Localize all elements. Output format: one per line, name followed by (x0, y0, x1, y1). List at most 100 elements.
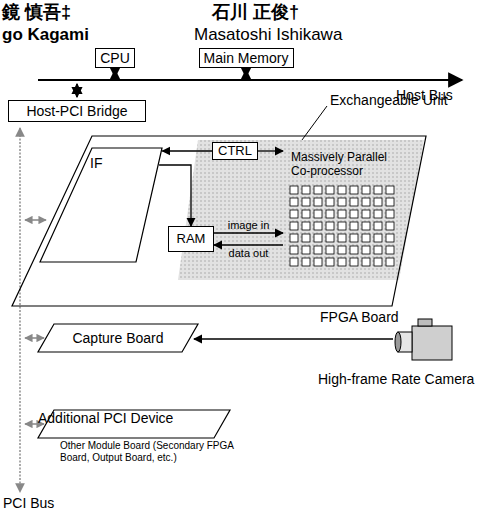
node-label: CTRL (218, 144, 252, 159)
pe-cell (350, 198, 358, 206)
pci-arrow (25, 337, 44, 338)
pe-cell (386, 210, 394, 218)
pe-cell (350, 258, 358, 266)
pe-cell (326, 234, 334, 242)
pe-cell (362, 186, 370, 194)
pe-cell (350, 210, 358, 218)
pe-array (290, 186, 394, 266)
connector (159, 165, 191, 226)
author-name: 鏡 慎吾‡ (2, 2, 71, 23)
leader-line (302, 106, 327, 140)
callout-label: Exchangeable Unit (330, 92, 448, 108)
pe-cell (302, 246, 310, 254)
pe-cell (386, 198, 394, 206)
pe-cell (302, 198, 310, 206)
coprocessor-block: Massively Parallel Co-processor (283, 146, 415, 274)
pe-cell (350, 234, 358, 242)
pe-cell (362, 198, 370, 206)
node-label: Additional PCI Device (38, 410, 173, 426)
connector (258, 150, 283, 151)
pe-cell (386, 222, 394, 230)
pe-cell (338, 234, 346, 242)
node-label: CPU (100, 50, 130, 66)
pe-cell (350, 186, 358, 194)
author-name: Masatoshi Ishikawa (194, 25, 342, 45)
interface-block: IF (36, 148, 162, 262)
node-label: Massively Parallel Co-processor (291, 151, 409, 179)
pe-cell (314, 234, 322, 242)
pe-cell (314, 210, 322, 218)
pe-cell (374, 234, 382, 242)
pe-cell (290, 258, 298, 266)
bus-label: PCI Bus (3, 495, 54, 511)
node-label: Capture Board (72, 330, 163, 346)
pe-cell (326, 258, 334, 266)
bus-arrow (245, 70, 247, 77)
outline (40, 148, 162, 262)
board-outline: FPGA BoardIFCTRLRAMMassively Parallel Co… (12, 136, 426, 306)
author-name: 石川 正俊† (212, 2, 299, 23)
pe-cell (290, 222, 298, 230)
pe-cell (350, 246, 358, 254)
memory-box: Main Memory (199, 48, 294, 68)
pe-cell (350, 222, 358, 230)
pe-cell (326, 210, 334, 218)
pe-cell (386, 258, 394, 266)
pe-cell (326, 186, 334, 194)
node-label: Host-PCI Bridge (26, 103, 127, 119)
pe-cell (326, 246, 334, 254)
pe-cell (290, 198, 298, 206)
pe-cell (314, 258, 322, 266)
pe-cell (338, 222, 346, 230)
pe-cell (386, 186, 394, 194)
pe-cell (314, 198, 322, 206)
pci-device-board: Additional PCI DeviceOther Module Board … (38, 410, 230, 438)
pci-bus-line (19, 128, 20, 492)
pe-cell (386, 234, 394, 242)
pe-cell (302, 186, 310, 194)
pci-arrow (25, 219, 46, 220)
bus-arrow (114, 70, 116, 77)
edge-label: image in (228, 219, 270, 232)
node-label: Main Memory (204, 50, 289, 66)
pe-cell (338, 246, 346, 254)
pe-cell (338, 210, 346, 218)
pe-cell (314, 222, 322, 230)
pe-cell (290, 186, 298, 194)
connector (162, 150, 212, 151)
node-note: Other Module Board (Secondary FPGA Board… (60, 440, 260, 463)
bus-arrow (76, 84, 78, 97)
controller-box: CTRL (212, 142, 258, 160)
pe-cell (314, 246, 322, 254)
author-name: go Kagami (2, 25, 89, 45)
host-bus-line (38, 79, 462, 81)
pe-cell (362, 246, 370, 254)
pe-cell (374, 198, 382, 206)
pe-cell (338, 258, 346, 266)
exchangeable-region (178, 140, 424, 280)
pe-cell (362, 222, 370, 230)
pe-cell (338, 198, 346, 206)
camera-label: High-frame Rate Camera (318, 371, 474, 387)
capture-board: Capture Board (38, 324, 198, 352)
pe-cell (290, 246, 298, 254)
connector (214, 232, 283, 233)
pe-cell (362, 258, 370, 266)
pe-cell (302, 210, 310, 218)
outline (38, 410, 230, 438)
camera-icon (395, 319, 452, 360)
node-label: IF (90, 155, 102, 171)
pe-cell (362, 234, 370, 242)
pe-cell (374, 246, 382, 254)
pe-cell (326, 198, 334, 206)
pe-cell (374, 258, 382, 266)
pe-cell (314, 186, 322, 194)
video-signal-line (194, 338, 393, 339)
cpu-box: CPU (95, 48, 135, 68)
pe-cell (290, 234, 298, 242)
pe-cell (302, 258, 310, 266)
pe-cell (374, 222, 382, 230)
pe-cell (290, 210, 298, 218)
pe-cell (374, 210, 382, 218)
